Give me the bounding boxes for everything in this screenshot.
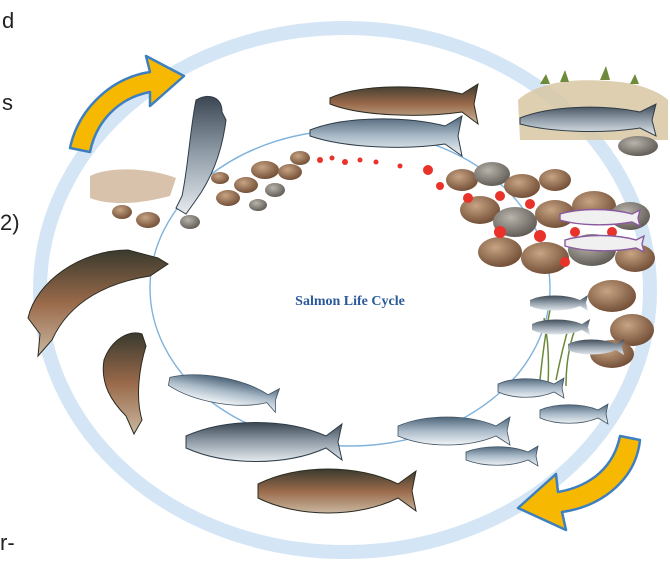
diagram-title: Salmon Life Cycle: [295, 294, 405, 309]
margin-text-1: d: [2, 10, 14, 32]
margin-text-4: r-: [0, 532, 15, 554]
stage-spawning-at-redd: [211, 84, 478, 211]
margin-text-2: s: [2, 92, 13, 114]
stage-spawning-adult: [28, 250, 168, 434]
margin-text-3: 2): [0, 212, 20, 234]
stage-ocean-adult: [167, 369, 416, 513]
